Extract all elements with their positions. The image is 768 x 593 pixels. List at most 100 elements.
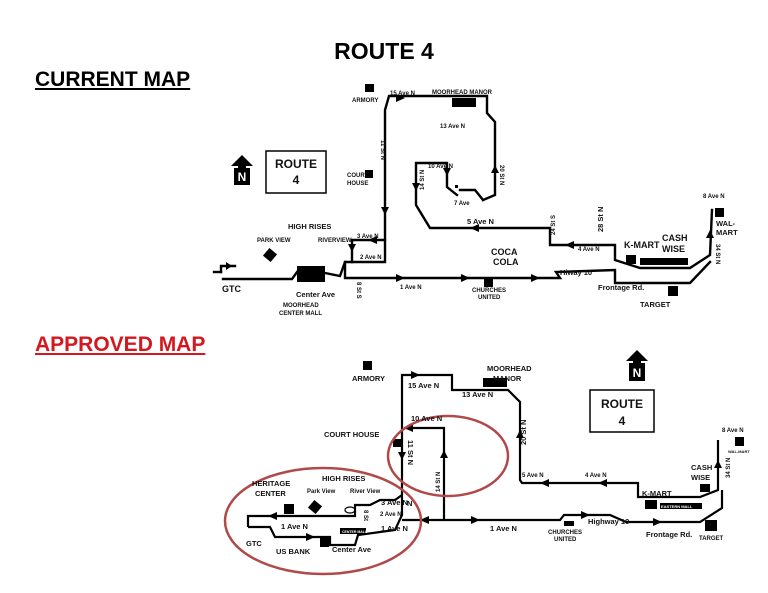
approved-route-line xyxy=(246,371,724,547)
approved-place-labels: ARMORY MOORHEAD MANOR COURT HOUSE HERITA… xyxy=(246,364,750,556)
label-heritage: HERITAGE xyxy=(252,479,290,488)
svg-text:ROUTE: ROUTE xyxy=(601,397,643,411)
label-1-ave-n-left: 1 Ave N xyxy=(281,522,308,531)
label-center: CENTER xyxy=(255,489,286,498)
label-14-st-n: 14 St N xyxy=(420,170,426,190)
label-3-ave-n: 3 Ave N xyxy=(381,498,408,507)
change-circle-downtown xyxy=(223,466,423,576)
label-river-view: River View xyxy=(350,489,381,495)
label-wal: WAL- xyxy=(716,219,736,228)
river-view-marker xyxy=(344,506,356,514)
approved-map-heading: APPROVED MAP xyxy=(35,333,206,356)
walmart-marker xyxy=(715,208,724,217)
label-4-ave-n: 4 Ave N xyxy=(578,247,600,253)
label-cola: COLA xyxy=(493,257,519,267)
svg-text:N: N xyxy=(238,170,247,184)
svg-text:ROUTE: ROUTE xyxy=(275,157,317,171)
label-highway-10: Highway 10 xyxy=(588,517,629,526)
route-legend-approved: ROUTE 4 xyxy=(589,389,655,433)
label-wal-mart: WAL-MART xyxy=(728,449,750,454)
label-11-st-n: 11 St N xyxy=(406,440,415,465)
svg-text:4: 4 xyxy=(619,414,626,428)
label-10-ave-n: 10 Ave N xyxy=(428,164,453,170)
label-target: TARGET xyxy=(640,300,671,309)
label-wise: WISE xyxy=(691,473,710,482)
label-churches: CHURCHES xyxy=(472,288,506,294)
label-united: UNITED xyxy=(554,537,577,543)
label-center-mall: CENTER MALL xyxy=(342,530,368,534)
label-court-house: COURT HOUSE xyxy=(324,430,379,439)
eastern-mall-marker xyxy=(660,503,702,509)
moorhead-center-mall-marker xyxy=(297,266,325,282)
label-15-ave-n: 15 Ave N xyxy=(390,91,415,97)
label-20-st-n: 20 St N xyxy=(519,420,528,445)
label-wise: WISE xyxy=(662,244,685,254)
label-34-st-n: 34 St N xyxy=(714,244,720,264)
label-34-st-n: 34 St N xyxy=(726,458,732,478)
label-11-st-n: 11 St N xyxy=(379,140,385,160)
current-route-line xyxy=(212,94,714,285)
label-k-mart: K-MART xyxy=(624,240,660,250)
k-mart-marker xyxy=(626,255,636,264)
page-title: ROUTE 4 xyxy=(334,38,434,64)
label-7-ave: 7 Ave xyxy=(454,201,470,207)
label-high-rises: HIGH RISES xyxy=(322,474,365,483)
label-high-rises: HIGH RISES xyxy=(288,222,331,231)
label-24-st-s: 24 St S xyxy=(551,215,557,235)
moorhead-manor-marker xyxy=(483,378,507,387)
court-house-marker xyxy=(393,439,401,447)
current-map: N ROUTE 4 xyxy=(212,84,738,317)
label-14-st-n: 14 St N xyxy=(436,472,442,492)
approved-map: N ROUTE 4 xyxy=(223,350,750,576)
label-10-ave-n: 10 Ave N xyxy=(411,414,442,423)
label-coca: COCA xyxy=(491,247,518,257)
label-center-ave: Center Ave xyxy=(296,290,335,299)
label-house: HOUSE xyxy=(347,181,368,187)
label-n: N xyxy=(407,499,412,508)
label-riverview: RIVERVIEW xyxy=(318,238,352,244)
armory-marker xyxy=(363,361,372,370)
label-4-ave-n: 4 Ave N xyxy=(585,473,607,479)
label-eastern-mall: EASTERN MALL xyxy=(661,504,693,509)
label-8-ave-n: 8 Ave N xyxy=(722,428,744,434)
change-circle-north xyxy=(386,414,510,498)
label-28-st-n: 28 St N xyxy=(596,207,605,232)
label-armory: ARMORY xyxy=(352,98,378,104)
us-bank-marker xyxy=(320,538,329,547)
label-center-ave: Center Ave xyxy=(332,545,371,554)
label-8-st-s: 8 St S xyxy=(355,282,361,299)
cash-wise-marker xyxy=(700,484,710,492)
cash-wise-marker xyxy=(640,258,688,265)
label-8-st: 8 St xyxy=(362,510,368,521)
label-20-st-n: 20 St N xyxy=(498,165,504,185)
approved-street-labels: 15 Ave N 13 Ave N 10 Ave N 11 St N 14 St… xyxy=(281,381,744,554)
label-2-ave-n: 2 Ave N xyxy=(380,512,402,518)
park-view-marker xyxy=(262,247,278,263)
label-15-ave-n: 15 Ave N xyxy=(408,381,439,390)
court-house-marker xyxy=(365,170,373,178)
current-map-heading: CURRENT MAP xyxy=(35,68,191,91)
label-13-ave-n: 13 Ave N xyxy=(440,124,465,130)
svg-text:4: 4 xyxy=(293,173,300,187)
churches-united-marker xyxy=(484,279,493,287)
label-frontage-rd: Frontage Rd. xyxy=(646,530,692,539)
label-moorhead-manor: MOORHEAD MANOR xyxy=(432,90,493,96)
park-view-marker xyxy=(307,499,323,515)
armory-marker xyxy=(365,84,374,92)
target-marker xyxy=(705,520,717,531)
label-gtc: GTC xyxy=(246,539,262,548)
label-1-ave-n-mid: 1 Ave N xyxy=(381,524,408,533)
label-2-ave-n: 2 Ave N xyxy=(360,255,382,261)
label-hiway-10: Hiway 10 xyxy=(560,268,592,277)
label-mart: MART xyxy=(716,228,738,237)
current-street-labels: 15 Ave N 13 Ave N 11 St N 10 Ave N 14 St… xyxy=(296,91,725,299)
label-moorhead-mall: MOORHEAD xyxy=(283,303,319,309)
label-3-ave-n: 3 Ave N xyxy=(357,234,379,240)
stop-marker xyxy=(455,185,458,188)
label-1-ave-n: 1 Ave N xyxy=(400,285,422,291)
label-13-ave-n: 13 Ave N xyxy=(462,390,493,399)
label-manor: MANOR xyxy=(493,374,522,383)
north-arrow-current: N xyxy=(231,155,253,185)
label-gtc: GTC xyxy=(222,284,241,294)
